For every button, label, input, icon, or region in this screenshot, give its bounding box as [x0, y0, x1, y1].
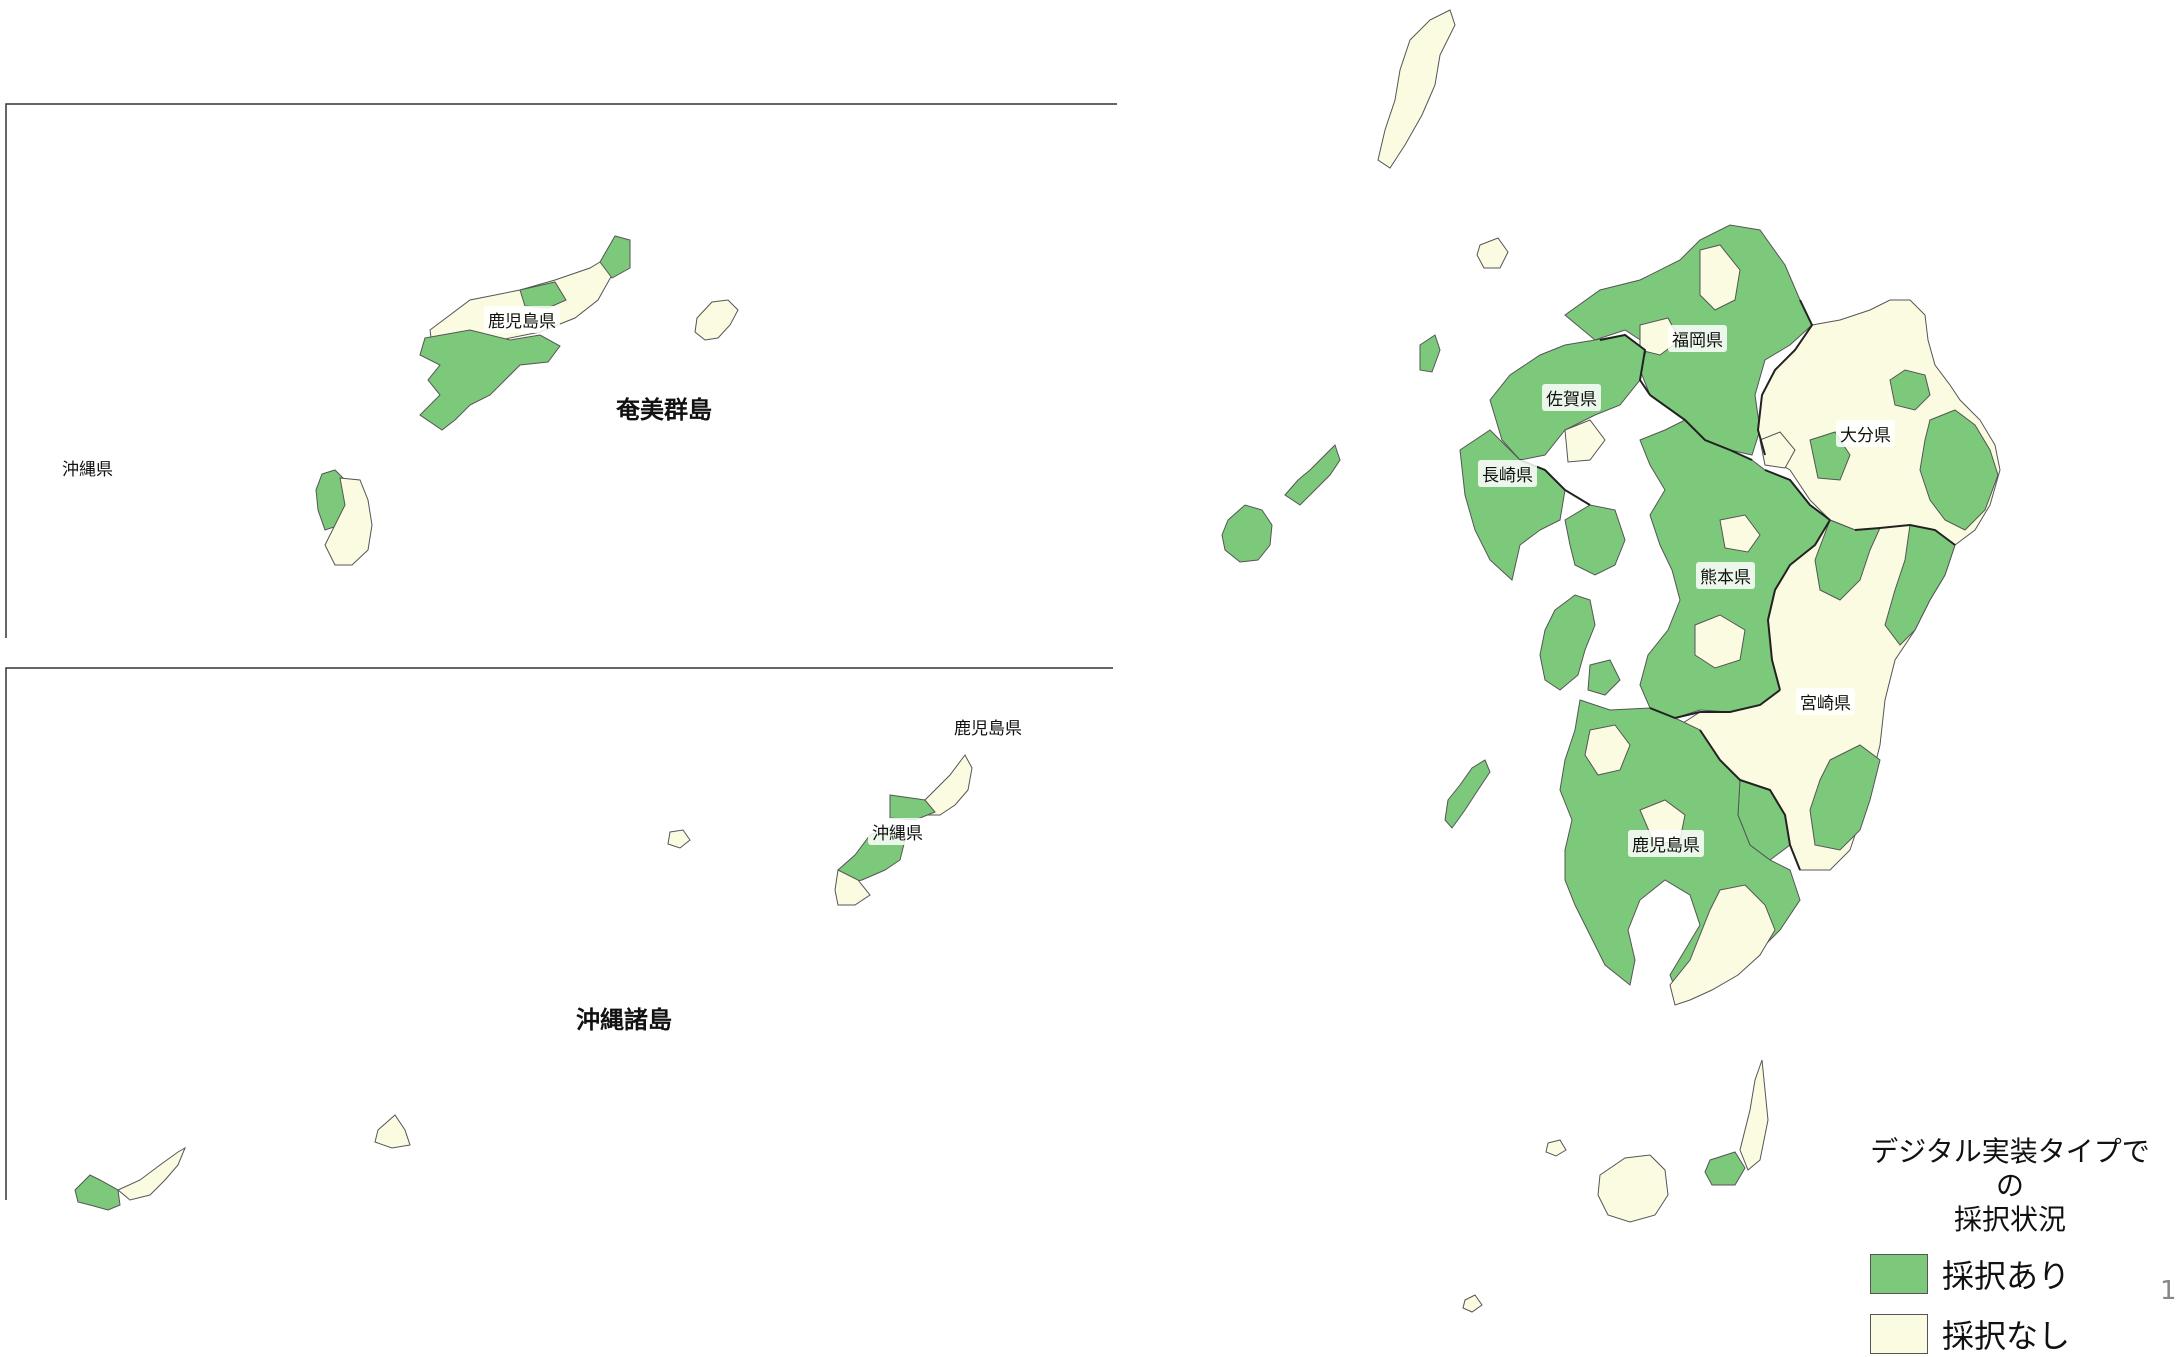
goto-islands: [1221, 504, 1273, 563]
tokunoshima-south: [324, 477, 373, 566]
saga-cream: [1564, 419, 1606, 463]
legend-item-not-adopted: 採択なし: [1870, 1311, 2160, 1357]
okinawa-main-mid: [889, 794, 936, 821]
inset-frames: [5, 103, 1117, 1200]
label-miyazaki: 宮崎県: [1796, 688, 1855, 715]
kuchinoerabu: [1545, 1139, 1567, 1157]
tokara-island: [1462, 1294, 1483, 1313]
legend-title-line2: 採択状況: [1953, 1203, 2066, 1236]
border-kumamoto-miyazaki: [1766, 519, 1831, 691]
amami-islands: [315, 235, 739, 566]
okinawa-main-tip: [834, 869, 871, 906]
ishigaki-east: [117, 1146, 187, 1201]
kyushu-okinawa-map: [5, 9, 2001, 1313]
legend-label-not-adopted: 採択なし: [1942, 1317, 2071, 1355]
shimabara-peninsula: [1564, 504, 1626, 576]
kagoshima-cream-1: [1584, 724, 1631, 776]
koshiki-islands: [1444, 759, 1491, 829]
border-fukuoka-saga: [1599, 333, 1651, 396]
label-oita: 大分県: [1836, 420, 1895, 447]
okinawa-kagoshima-label: 鹿児島県: [954, 719, 1022, 739]
iki-island: [1476, 237, 1509, 269]
okinawa-islands: [74, 754, 973, 1211]
border-kumamoto-kagoshima: [1649, 689, 1781, 720]
label-saga: 佐賀県: [1542, 384, 1601, 411]
tanegashima-south: [1704, 1151, 1746, 1186]
label-fukuoka: 福岡県: [1668, 325, 1727, 352]
amami-inset-frame: [5, 103, 1117, 638]
okinawa-okinawa-label: 沖縄県: [868, 818, 927, 845]
kumamoto-cream-2: [1694, 614, 1746, 669]
amakusa-islands: [1539, 594, 1596, 691]
yakushima: [1597, 1154, 1669, 1223]
oita-green-north: [1889, 369, 1931, 411]
prefecture-borders: [1519, 299, 1956, 871]
border-fukuoka-kumamoto: [1649, 394, 1753, 461]
goto-north: [1284, 444, 1341, 506]
osumi-south-cream: [1669, 884, 1776, 1006]
ishigaki-island: [74, 1174, 121, 1211]
kikai-island: [694, 299, 739, 341]
okinawa-inset-frame: [5, 667, 1113, 1200]
hirado-island: [1419, 334, 1441, 373]
fukuoka-east-cream: [1699, 244, 1741, 311]
amami-inset-title: 奄美群島: [616, 396, 712, 424]
miyako-island: [374, 1114, 411, 1149]
amami-oshima-south: [419, 329, 561, 431]
amami-okinawa-label: 沖縄県: [62, 460, 113, 480]
label-kagoshima: 鹿児島県: [1628, 830, 1704, 857]
oita-green-east: [1919, 409, 1999, 531]
okinawa-inset-title: 沖縄諸島: [576, 1006, 672, 1034]
nagasaki-pref: [1459, 429, 1566, 581]
amami-oshima-green1: [519, 281, 567, 309]
legend-item-adopted: 採択あり: [1870, 1251, 2160, 1297]
tanegashima: [1739, 1059, 1769, 1171]
miyazaki-green-south: [1809, 744, 1881, 851]
legend-swatch-adopted: [1870, 1254, 1928, 1294]
legend-label-adopted: 採択あり: [1942, 1257, 2071, 1295]
border-oita-miyazaki: [1854, 523, 1956, 546]
legend-swatch-not-adopted: [1870, 1314, 1928, 1354]
kumamoto-cream-3: [1759, 431, 1796, 469]
border-fukuoka-oita: [1756, 299, 1814, 456]
label-kumamoto: 熊本県: [1696, 562, 1755, 589]
legend-title-line1: デジタル実装タイプでの: [1870, 1135, 2150, 1202]
kumamoto-cream-1: [1719, 514, 1761, 553]
kyushu-main: [1221, 9, 2001, 1313]
okinawa-main-north: [924, 754, 973, 816]
label-nagasaki: 長崎県: [1478, 460, 1537, 487]
page-number: 1: [2160, 1276, 2177, 1306]
border-miyazaki-kagoshima: [1699, 729, 1801, 871]
kume-island: [667, 829, 691, 849]
amami-kagoshima-label: 鹿児島県: [484, 306, 560, 333]
tsushima-island: [1377, 9, 1456, 169]
amakusa-south: [1587, 659, 1621, 696]
amami-oshima-tip: [599, 235, 631, 279]
legend: デジタル実装タイプでの 採択状況 採択あり 採択なし: [1860, 1135, 2160, 1357]
border-kumamoto-oita: [1764, 469, 1831, 521]
